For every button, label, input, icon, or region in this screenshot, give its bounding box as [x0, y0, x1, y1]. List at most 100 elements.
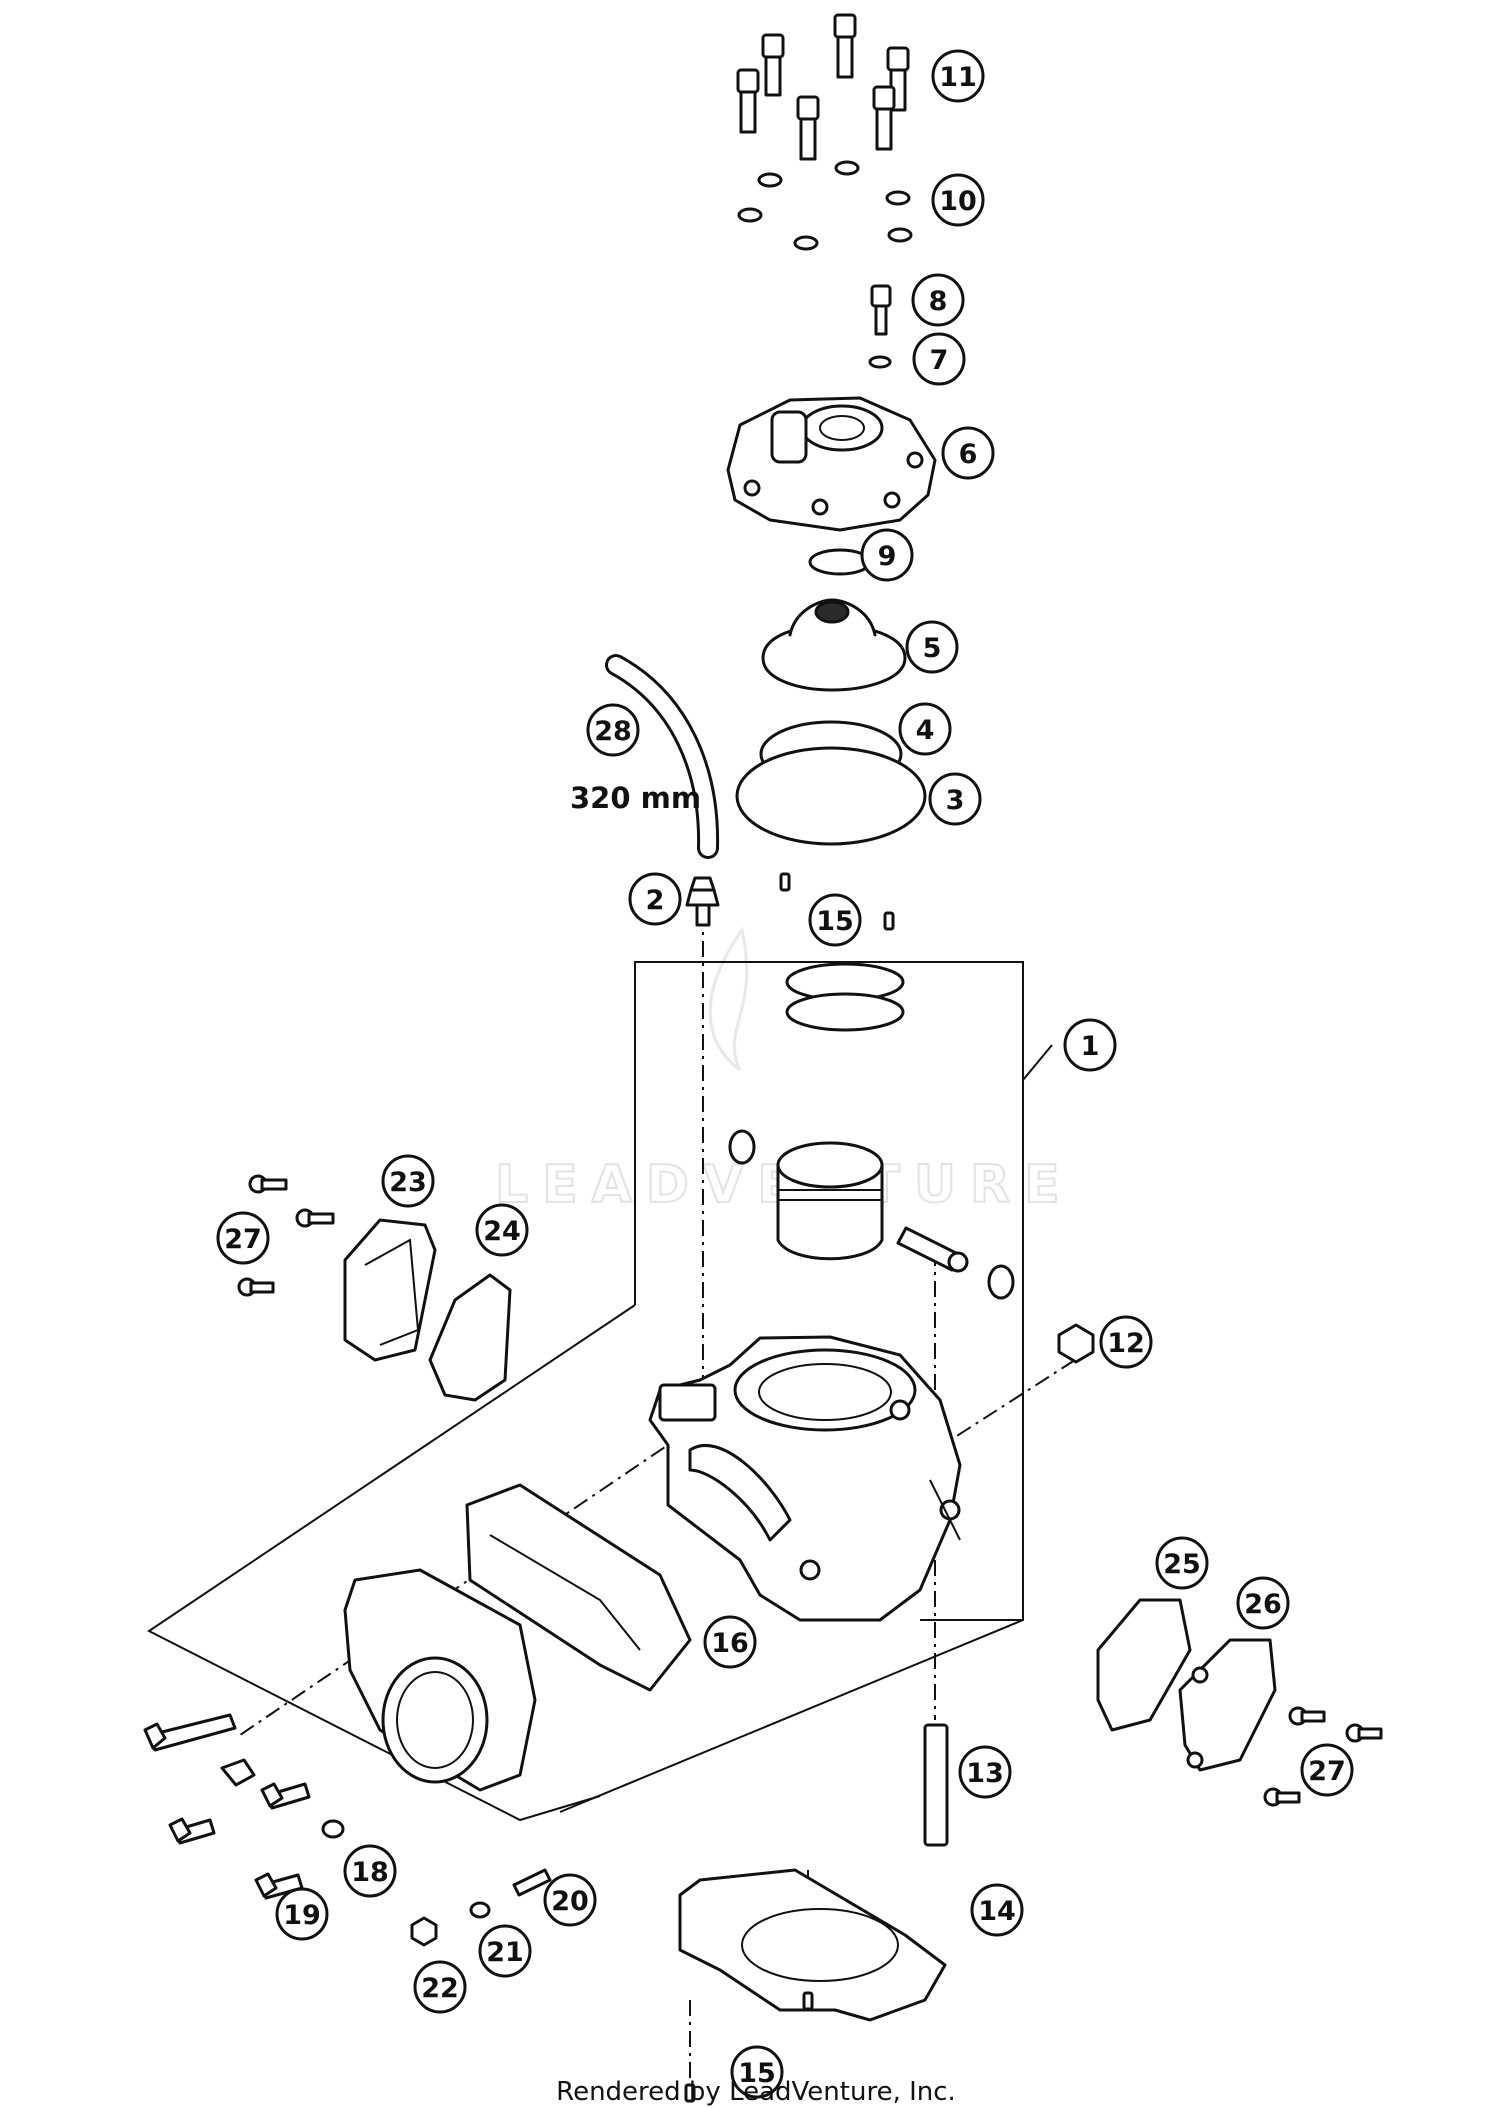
hose-length-label: 320 mm	[570, 781, 701, 815]
piston	[776, 1141, 884, 1261]
callout-15-bottom: 15	[730, 2045, 784, 2099]
callout-23: 23	[381, 1154, 435, 1208]
callout-19: 19	[275, 1887, 329, 1941]
flange-bolt	[168, 1817, 216, 1845]
callout-22: 22	[413, 1960, 467, 2014]
cover-screw	[1345, 1723, 1383, 1743]
exhaust-control-cover	[343, 1218, 437, 1362]
spring-washer	[321, 1819, 345, 1839]
callout-1: 1	[1063, 1018, 1117, 1072]
svg-text:20: 20	[551, 1886, 589, 1917]
callout-14: 14	[970, 1883, 1024, 1937]
callout-11: 11	[931, 49, 985, 103]
spacer-sleeve	[512, 1868, 552, 1897]
callout-27-left: 27	[216, 1211, 270, 1265]
callout-10: 10	[931, 173, 985, 227]
cover-screw	[237, 1277, 275, 1297]
callout-2: 2	[628, 872, 682, 926]
cover-screw	[1288, 1706, 1326, 1726]
head-bolt	[870, 284, 892, 336]
combustion-insert	[761, 598, 907, 692]
callout-16: 16	[703, 1615, 757, 1669]
circlip	[987, 1264, 1015, 1300]
svg-text:21: 21	[486, 1937, 524, 1968]
cover-screw	[1263, 1787, 1301, 1807]
svg-text:18: 18	[351, 1857, 389, 1888]
svg-text:5: 5	[923, 633, 942, 664]
callout-21: 21	[478, 1924, 532, 1978]
svg-text:24: 24	[483, 1216, 521, 1247]
dowel-pin	[684, 2083, 696, 2103]
cylinder-stud	[923, 1723, 949, 1847]
svg-text:16: 16	[711, 1628, 749, 1659]
cylinder-head	[726, 396, 937, 532]
callout-3: 3	[928, 772, 982, 826]
svg-text:28: 28	[594, 716, 632, 747]
svg-text:25: 25	[1163, 1549, 1201, 1580]
svg-text:8: 8	[929, 286, 948, 317]
callout-20: 20	[543, 1873, 597, 1927]
svg-text:1: 1	[1081, 1031, 1100, 1062]
svg-text:13: 13	[966, 1758, 1004, 1789]
callout-15-top: 15	[808, 893, 862, 947]
callout-24: 24	[475, 1203, 529, 1257]
hose-nipple	[685, 876, 720, 927]
dowel-pin	[883, 911, 895, 931]
callout-13: 13	[958, 1745, 1012, 1799]
svg-text:12: 12	[1107, 1328, 1145, 1359]
head-washer	[868, 355, 892, 369]
cover-gasket	[428, 1273, 512, 1402]
callout-8: 8	[911, 273, 965, 327]
svg-text:27: 27	[224, 1224, 262, 1255]
svg-text:15: 15	[816, 906, 854, 937]
callout-28: 28	[586, 703, 640, 757]
svg-text:2: 2	[646, 885, 665, 916]
svg-text:15: 15	[738, 2058, 776, 2089]
bracket-clip	[220, 1758, 256, 1787]
svg-text:9: 9	[878, 541, 897, 572]
small-nut	[410, 1916, 438, 1947]
svg-text:27: 27	[1308, 1756, 1346, 1787]
svg-text:14: 14	[978, 1896, 1016, 1927]
right-cover	[1178, 1638, 1277, 1772]
svg-text:26: 26	[1244, 1589, 1282, 1620]
small-washer	[469, 1901, 491, 1919]
cylinder-body	[648, 1335, 962, 1622]
circlip	[728, 1129, 756, 1165]
intake-flange	[343, 1568, 537, 1792]
flange-bolt	[254, 1872, 304, 1900]
svg-text:11: 11	[939, 62, 977, 93]
bolt-set	[736, 13, 910, 161]
cover-screw	[248, 1174, 288, 1194]
svg-text:4: 4	[916, 715, 935, 746]
right-cover-gasket	[1096, 1598, 1192, 1732]
callout-6: 6	[941, 426, 995, 480]
callout-9: 9	[860, 528, 914, 582]
callout-27-right: 27	[1300, 1743, 1354, 1797]
svg-text:23: 23	[389, 1167, 427, 1198]
svg-text:3: 3	[946, 785, 965, 816]
cylinder-nut	[1057, 1323, 1095, 1364]
flange-bolt	[143, 1713, 237, 1752]
svg-text:10: 10	[939, 186, 977, 217]
cover-screw	[295, 1208, 335, 1228]
svg-text:7: 7	[930, 345, 949, 376]
callout-18: 18	[343, 1844, 397, 1898]
footer-credit: Rendered by LeadVenture, Inc.	[556, 2077, 956, 2107]
flange-bolt	[260, 1782, 311, 1810]
callout-7: 7	[912, 332, 966, 386]
piston-rings	[785, 962, 905, 1032]
callout-25: 25	[1155, 1536, 1209, 1590]
seal-ring-large	[735, 746, 927, 846]
callout-4: 4	[898, 702, 952, 756]
svg-text:6: 6	[959, 439, 978, 470]
cylinder-assembly-frame	[147, 961, 1053, 1822]
base-gasket	[678, 1868, 947, 2022]
callout-12: 12	[1099, 1315, 1153, 1369]
callout-5: 5	[905, 620, 959, 674]
dowel-pin	[779, 872, 791, 892]
dowel-pin	[802, 1991, 814, 2011]
washer-set	[737, 160, 913, 251]
svg-text:22: 22	[421, 1973, 459, 2004]
